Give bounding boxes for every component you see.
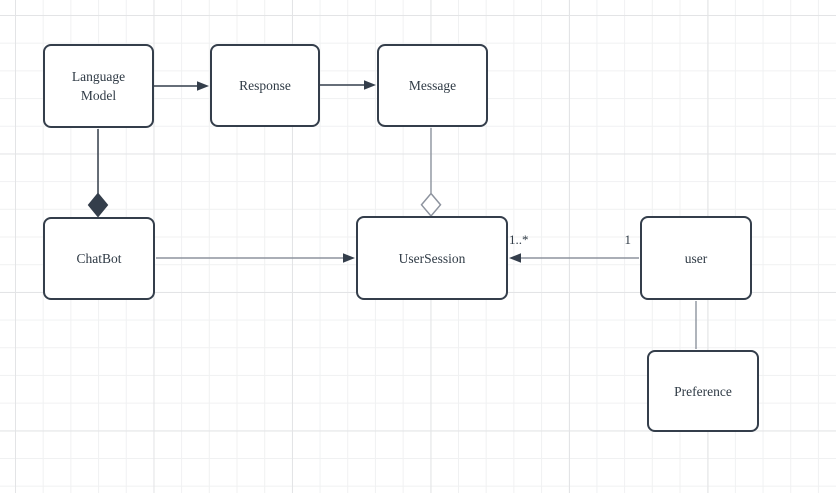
node-preference-label: Preference bbox=[674, 383, 732, 399]
edge-response-message[interactable] bbox=[320, 80, 376, 90]
multiplicity-label-user-end[interactable]: 1 bbox=[624, 232, 632, 247]
node-usersession[interactable]: UserSession bbox=[356, 216, 508, 300]
node-chatbot[interactable]: ChatBot bbox=[43, 217, 155, 300]
node-language-model-label: Language Model bbox=[71, 69, 126, 103]
node-message[interactable]: Message bbox=[377, 44, 488, 127]
node-response[interactable]: Response bbox=[210, 44, 320, 127]
node-preference[interactable]: Preference bbox=[647, 350, 759, 432]
edge-languagemodel-response[interactable] bbox=[154, 81, 209, 91]
node-language-model[interactable]: Language Model bbox=[43, 44, 154, 128]
edge-message-usersession-aggregation[interactable] bbox=[420, 128, 442, 218]
node-response-label: Response bbox=[239, 78, 291, 93]
edge-user-usersession[interactable] bbox=[509, 253, 639, 263]
node-chatbot-label: ChatBot bbox=[76, 251, 122, 266]
multiplicity-label-usersession-end[interactable]: 1..* bbox=[509, 232, 529, 247]
edge-languagemodel-chatbot-composition[interactable] bbox=[87, 129, 109, 218]
edge-chatbot-usersession[interactable] bbox=[156, 253, 355, 263]
node-usersession-label: UserSession bbox=[398, 250, 466, 266]
node-message-label: Message bbox=[408, 78, 457, 93]
node-user[interactable]: user bbox=[640, 216, 752, 300]
node-user-label: user bbox=[684, 250, 708, 266]
